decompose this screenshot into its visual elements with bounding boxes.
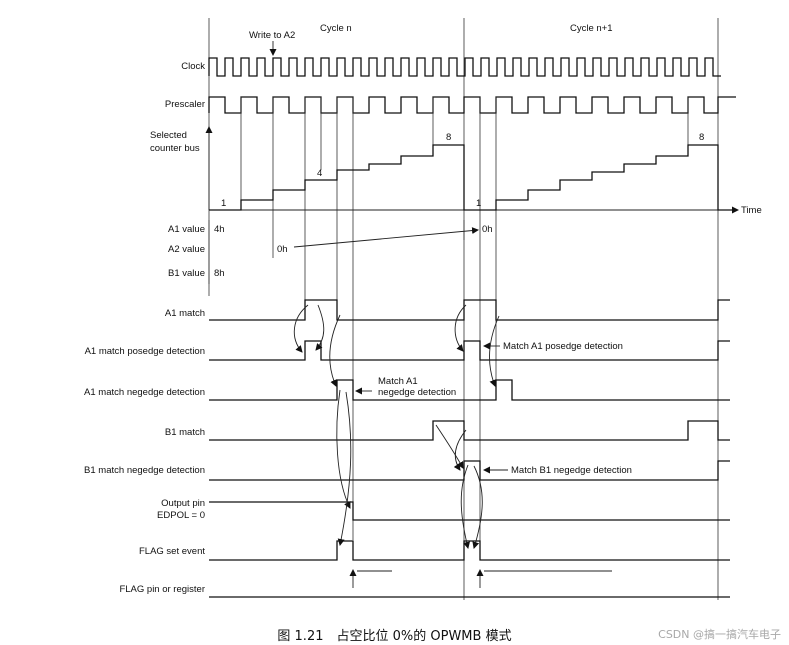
b1-negedge-label: B1 match negedge detection [84,465,205,476]
a1-negedge-label: A1 match negedge detection [84,387,205,398]
b1-value-label: B1 value [168,268,205,279]
a1-value-initial: 4h [214,224,225,235]
output-pin-label-1: Output pin [161,498,205,509]
a2-value-label: A2 value [168,244,205,255]
clock-waveform [208,57,721,77]
a1-posedge-label: A1 match posedge detection [85,346,205,357]
clock-label: Clock [181,61,205,72]
match-a1-negedge-annotation-2: negedge detection [378,387,456,398]
flag-pin-label: FLAG pin or register [119,584,205,595]
b1-negedge-waveform [209,460,730,481]
prescaler-label: Prescaler [165,99,205,110]
a1-match-waveform [209,299,730,321]
b1-match-label: B1 match [165,427,205,438]
flag-set-waveform [209,540,730,561]
a2-to-a1-transfer-arrow [293,227,479,248]
count-a1-n: 4 [317,168,322,179]
output-pin-label-2: EDPOL = 0 [157,510,205,521]
a1-match-label: A1 match [165,308,205,319]
causality-arrows [293,304,500,549]
figure-caption: 图 1.21 占空比位 0%的 OPWMB 模式 [277,629,512,644]
b1-value-initial: 8h [214,268,225,279]
flag-set-label: FLAG set event [139,546,205,557]
time-label: Time [741,205,762,216]
timing-diagram: Cycle n Cycle n+1 Write to A2 Clock Pres… [84,18,762,600]
count-max-n: 8 [446,132,451,143]
counter-bus-label-2: counter bus [150,143,200,154]
count-max-n1: 8 [699,132,704,143]
a1-negedge-waveform [209,379,730,401]
b1-match-waveform [209,420,730,441]
cycle-n1-label: Cycle n+1 [570,23,613,34]
a1-value-label: A1 value [168,224,205,235]
prescaler-waveform [208,96,736,114]
match-a1-negedge-annotation-1: Match A1 [378,376,418,387]
match-b1-negedge-annotation: Match B1 negedge detection [511,465,632,476]
write-a2-label: Write to A2 [249,30,295,41]
csdn-watermark: CSDN @搞一搞汽车电子 [658,628,781,641]
count-start-n: 1 [221,198,226,209]
a1-value-new: 0h [482,224,493,235]
counter-bus-staircase [209,144,736,211]
match-a1-posedge-annotation: Match A1 posedge detection [503,341,623,352]
a2-value-initial: 0h [277,244,288,255]
count-start-n1: 1 [476,198,481,209]
output-pin-waveform [209,501,730,521]
a1-posedge-waveform [209,340,730,361]
counter-bus-label-1: Selected [150,130,187,141]
cycle-n-label: Cycle n [320,23,352,34]
